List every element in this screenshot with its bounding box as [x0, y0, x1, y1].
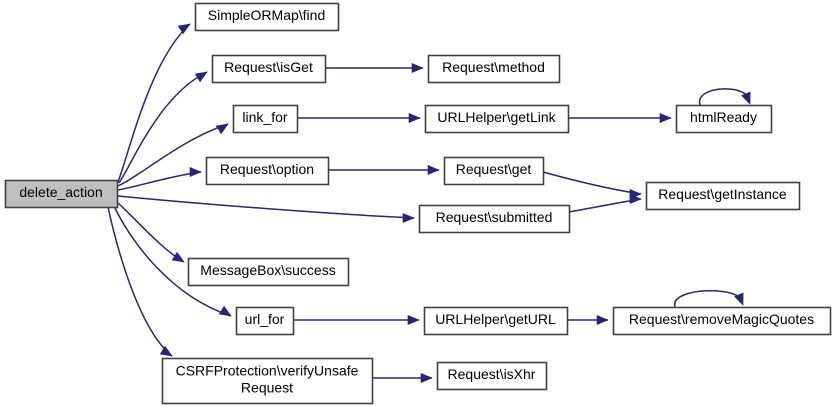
node-option[interactable]: Request\option — [205, 156, 330, 186]
edge-get-to-getInstance — [542, 171, 642, 200]
node-label: Request — [241, 380, 293, 396]
arrowhead-icon — [215, 123, 229, 135]
arrowhead-icon — [189, 166, 202, 178]
arrowhead-icon — [596, 314, 609, 326]
arrowhead-icon — [171, 251, 185, 263]
node-box[interactable] — [645, 181, 801, 211]
arrowhead-icon — [402, 212, 415, 224]
edge-getURL-to-removeMagicQuotes — [567, 314, 609, 326]
node-box[interactable] — [187, 257, 350, 287]
node-getLink[interactable]: URLHelper\getLink — [424, 104, 570, 134]
node-label: htmlReady — [690, 109, 757, 125]
node-getURL[interactable]: URLHelper\getURL — [423, 306, 569, 336]
edge-delete_action-to-msgbox — [117, 202, 185, 263]
arrowhead-icon — [218, 305, 232, 317]
node-link_for[interactable]: link_for — [232, 104, 299, 134]
arrowhead-icon — [659, 112, 672, 124]
arrowhead-icon — [420, 372, 433, 384]
node-box[interactable] — [235, 306, 295, 336]
node-submitted[interactable]: Request\submitted — [418, 204, 571, 234]
edge-delete_action-to-isGet — [118, 71, 208, 184]
edge-delete_action-to-find — [117, 23, 191, 183]
node-box[interactable] — [436, 361, 548, 391]
node-box[interactable] — [612, 306, 832, 336]
arrowhead-icon — [194, 71, 208, 83]
node-box[interactable] — [161, 357, 374, 405]
node-method[interactable]: Request\method — [427, 54, 561, 84]
edge-removeMagicQuotes-to-removeMagicQuotes — [674, 289, 744, 308]
edge-delete_action-to-csrf — [107, 206, 173, 357]
node-box[interactable] — [4, 179, 119, 209]
node-label: delete_action — [19, 184, 102, 200]
arrowhead-icon — [159, 345, 173, 357]
node-removeMagicQuotes[interactable]: Request\removeMagicQuotes — [612, 306, 832, 336]
node-box[interactable] — [675, 104, 773, 134]
node-label: SimpleORMap\find — [208, 7, 326, 23]
edge-isGet-to-method — [325, 62, 424, 74]
node-box[interactable] — [423, 306, 569, 336]
node-label: CSRFProtection\verifyUnsafe — [176, 363, 359, 379]
edge-csrf-to-isXhr — [372, 372, 433, 384]
edge-url_for-to-getURL — [293, 314, 420, 326]
node-get[interactable]: Request\get — [443, 156, 545, 186]
node-label: url_for — [245, 311, 285, 327]
node-label: Request\get — [456, 161, 532, 177]
arrowhead-icon — [629, 193, 642, 205]
edge-link_for-to-getLink — [297, 112, 421, 124]
node-getInstance[interactable]: Request\getInstance — [645, 181, 801, 211]
node-label: Request\method — [442, 59, 545, 75]
node-label: Request\isXhr — [448, 366, 536, 382]
edge-delete_action-to-submitted — [117, 195, 415, 224]
arrowhead-icon — [741, 91, 751, 105]
arrowhead-icon — [427, 164, 440, 176]
node-label: Request\removeMagicQuotes — [629, 311, 814, 327]
node-box[interactable] — [194, 2, 340, 32]
node-url_for[interactable]: url_for — [235, 306, 295, 336]
node-label: link_for — [242, 109, 287, 125]
edges-layer — [107, 23, 751, 384]
arrowhead-icon — [734, 292, 744, 306]
edge-getLink-to-htmlReady — [568, 112, 672, 124]
arrowhead-icon — [411, 62, 424, 74]
node-box[interactable] — [232, 104, 299, 134]
node-label: MessageBox\success — [200, 262, 335, 278]
node-box[interactable] — [443, 156, 545, 186]
node-delete_action[interactable]: delete_action — [4, 179, 119, 209]
node-label: Request\getInstance — [658, 186, 787, 202]
arrowhead-icon — [177, 23, 191, 35]
node-box[interactable] — [427, 54, 561, 84]
edge-delete_action-to-link_for — [117, 123, 229, 187]
arrowhead-icon — [408, 112, 421, 124]
node-label: Request\isGet — [224, 59, 313, 75]
nodes-layer: delete_action SimpleORMap\findRequest\isG… — [4, 2, 832, 405]
node-find[interactable]: SimpleORMap\find — [194, 2, 340, 32]
node-isXhr[interactable]: Request\isXhr — [436, 361, 548, 391]
edge-delete_action-to-url_for — [113, 205, 232, 317]
node-label: Request\option — [220, 161, 314, 177]
node-box[interactable] — [424, 104, 570, 134]
node-box[interactable] — [205, 156, 330, 186]
node-htmlReady[interactable]: htmlReady — [675, 104, 773, 134]
node-label: URLHelper\getURL — [435, 311, 556, 327]
edge-delete_action-to-option — [117, 166, 202, 191]
arrowhead-icon — [407, 314, 420, 326]
node-msgbox[interactable]: MessageBox\success — [187, 257, 350, 287]
edge-submitted-to-getInstance — [568, 193, 642, 213]
node-box[interactable] — [418, 204, 571, 234]
node-label: Request\submitted — [436, 209, 553, 225]
node-box[interactable] — [211, 54, 327, 84]
edge-option-to-get — [328, 164, 440, 176]
edge-htmlReady-to-htmlReady — [699, 88, 751, 106]
node-label: URLHelper\getLink — [437, 109, 556, 125]
node-isGet[interactable]: Request\isGet — [211, 54, 327, 84]
